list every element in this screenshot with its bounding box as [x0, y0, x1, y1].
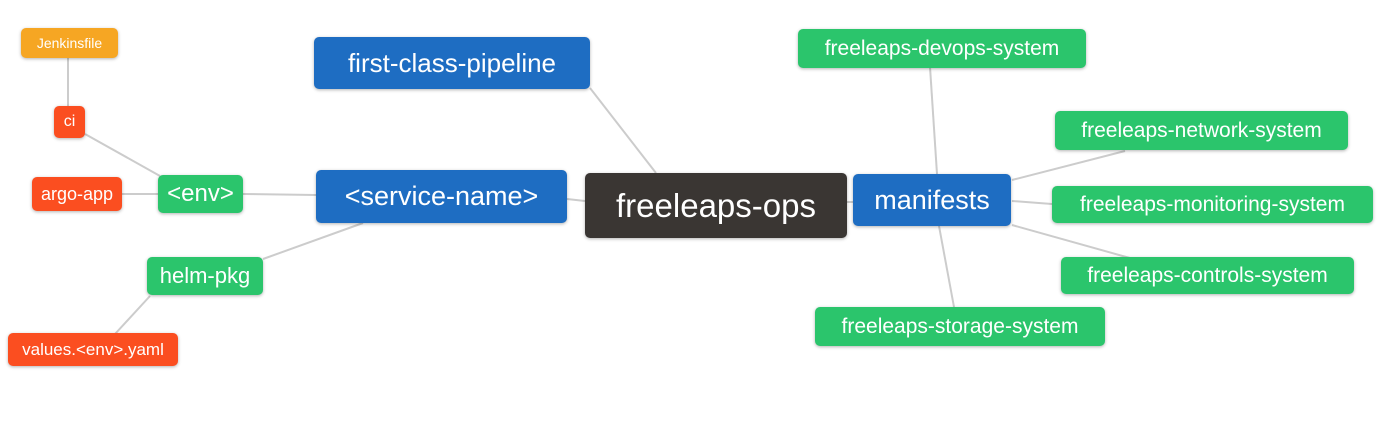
- edge-manifests-devops: [929, 66, 938, 175]
- node-controls-system[interactable]: freeleaps-controls-system: [1061, 257, 1354, 294]
- node-devops-system[interactable]: freeleaps-devops-system: [798, 29, 1086, 68]
- node-argo-app[interactable]: argo-app: [32, 177, 122, 211]
- node-helm-pkg[interactable]: helm-pkg: [147, 257, 263, 295]
- edge-manifests-monitoring: [1011, 200, 1053, 205]
- edge-ci-env: [84, 133, 161, 177]
- node-first-class-pipeline[interactable]: first-class-pipeline: [314, 37, 590, 89]
- node-env[interactable]: <env>: [158, 175, 243, 213]
- edge-env-service-name: [242, 193, 317, 196]
- node-storage-system[interactable]: freeleaps-storage-system: [815, 307, 1105, 346]
- node-values-env-yaml[interactable]: values.<env>.yaml: [8, 333, 178, 366]
- edge-service-freeleaps-ops: [566, 198, 586, 202]
- node-manifests[interactable]: manifests: [853, 174, 1011, 226]
- node-ci[interactable]: ci: [54, 106, 85, 138]
- edge-values-helm-pkg: [114, 295, 151, 335]
- edge-manifests-controls: [1011, 224, 1138, 261]
- edge-manifests-storage: [938, 225, 955, 308]
- node-freeleaps-ops[interactable]: freeleaps-ops: [585, 173, 847, 238]
- node-monitoring-system[interactable]: freeleaps-monitoring-system: [1052, 186, 1373, 223]
- edge-pipeline-freeleaps-ops: [589, 87, 657, 174]
- node-service-name[interactable]: <service-name>: [316, 170, 567, 223]
- edge-manifests-network: [1011, 150, 1126, 181]
- node-jenkinsfile[interactable]: Jenkinsfile: [21, 28, 118, 58]
- node-network-system[interactable]: freeleaps-network-system: [1055, 111, 1348, 150]
- edge-helm-pkg-service-name: [262, 222, 364, 260]
